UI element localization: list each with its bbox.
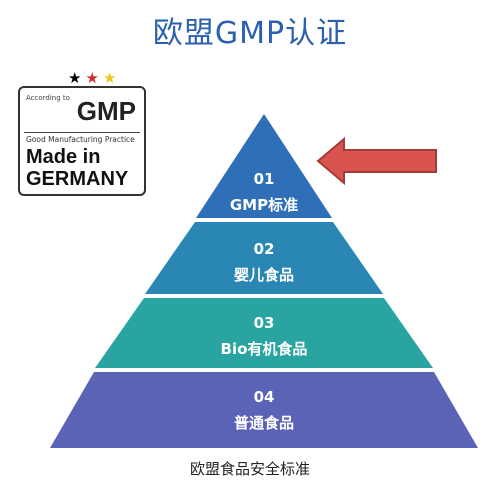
badge-germany: GERMANY <box>26 168 129 190</box>
pyramid-level-2 <box>145 222 383 294</box>
level-number: 02 <box>253 240 275 258</box>
badge-practice: Good Manufacturing Practice <box>26 135 135 144</box>
star-icon: ★ <box>68 69 86 87</box>
level-number: 01 <box>253 170 275 188</box>
level-label: 婴儿食品 <box>233 266 294 284</box>
level-label: 普通食品 <box>233 414 294 432</box>
star-icon: ★ <box>85 69 103 87</box>
badge-according: According to <box>26 94 70 102</box>
caption: 欧盟食品安全标准 <box>189 460 310 478</box>
badge-stars: ★★★ <box>68 70 120 86</box>
badge-made-in: Made in <box>26 146 101 168</box>
pyramid-level-3 <box>95 298 433 368</box>
badge-divider <box>24 132 140 133</box>
level-label: Bio有机食品 <box>220 340 308 358</box>
arrow-icon <box>316 136 437 186</box>
badge-gmp: GMP <box>76 96 136 126</box>
gmp-badge: According to GMP Good Manufacturing Prac… <box>18 86 146 196</box>
star-icon: ★ <box>102 69 121 87</box>
level-label: GMP标准 <box>229 196 299 214</box>
pyramid-level-4 <box>50 372 478 448</box>
level-number: 04 <box>253 388 275 406</box>
page-title: 欧盟GMP认证 <box>152 16 348 51</box>
level-number: 03 <box>253 314 275 332</box>
pyramid-level-1 <box>196 114 332 218</box>
